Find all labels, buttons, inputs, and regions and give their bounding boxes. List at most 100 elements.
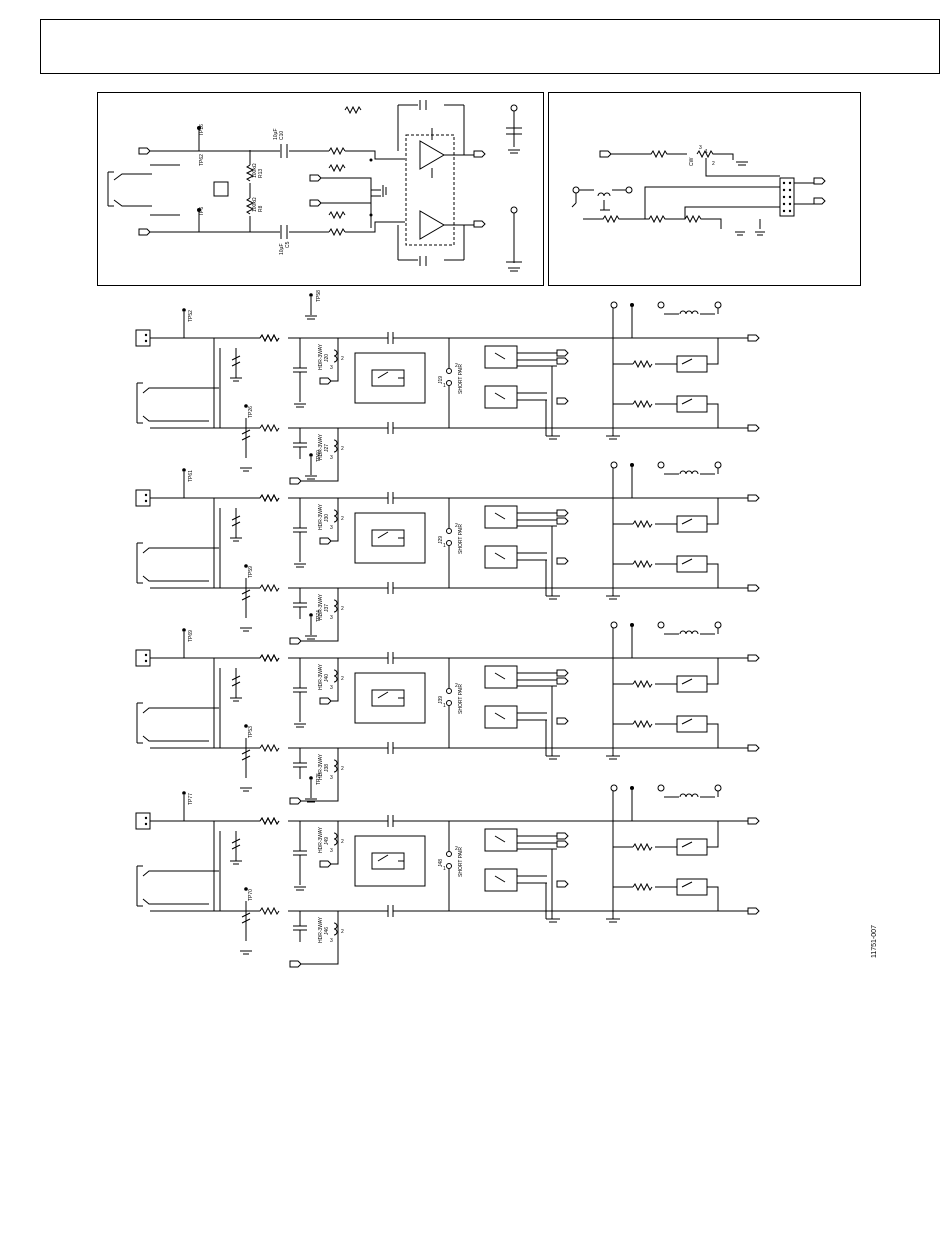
label-hdr-a: HDR-3WAY: [318, 343, 324, 370]
reference-panel: [548, 92, 861, 286]
label-j-a: J20: [324, 354, 330, 362]
label-r13: R13: [258, 169, 264, 178]
op-amps: [419, 140, 445, 240]
label-c10: C10: [279, 131, 285, 140]
reference-circuit: CW 1 2 3: [571, 145, 826, 236]
label-tp-b: TP58: [316, 290, 322, 302]
label-hdr-b: HDR-3WAY: [318, 916, 324, 943]
preamp-labels: TP16 TP62 TP6 C10 10µF C5 10µF R13 100kΩ…: [199, 124, 291, 255]
label-hdr-a: HDR-3WAY: [318, 663, 324, 690]
audio-jack: [107, 164, 180, 216]
header-connector: [779, 177, 795, 217]
label-hdr-b: HDR-3WAY: [318, 433, 324, 460]
connector-out: [473, 150, 486, 228]
label-hdr-a: HDR-3WAY: [318, 503, 324, 530]
opamp-package: [405, 134, 455, 246]
label-tp-c: TP26: [248, 406, 254, 418]
pin-label: 2: [455, 846, 458, 852]
label-tp62: TP62: [199, 154, 205, 166]
label-c5-value: 10µF: [279, 244, 285, 256]
connector-in-b: [138, 228, 151, 236]
label-short-pair: SHORT PAIR: [458, 364, 464, 394]
pin-label: 2: [455, 683, 458, 689]
connector-ref: [309, 174, 322, 207]
pin-label: 1: [443, 543, 446, 549]
label-hdr-b: HDR-3WAY: [318, 593, 324, 620]
label-short-pair: SHORT PAIR: [458, 524, 464, 554]
label-r8: R8: [258, 205, 264, 212]
label-jumper: J29: [438, 536, 444, 544]
pin-label: 2: [455, 363, 458, 369]
label-tp-b: TP75: [316, 773, 322, 785]
label-cw: CW: [689, 157, 695, 166]
label-j-b: J38: [324, 764, 330, 772]
label-pin-2: 2: [712, 161, 715, 167]
preamp-panel: [97, 92, 544, 286]
pin-label: 2: [341, 839, 344, 845]
figure-id: 11751-007: [871, 925, 878, 958]
label-j-a: J40: [324, 674, 330, 682]
label-tp-a: TP52: [188, 310, 194, 322]
connector-in-a: [138, 147, 151, 155]
pin-label: 2: [341, 766, 344, 772]
pin-label: 3: [330, 775, 333, 781]
label-jumper: J19: [438, 376, 444, 384]
pin-label: 3: [330, 615, 333, 621]
pin-label: 1: [443, 383, 446, 389]
label-hdr-b: HDR-3WAY: [318, 753, 324, 780]
label-tp-a: TP77: [188, 793, 194, 805]
label-tp16: TP16: [199, 124, 205, 136]
label-c5: C5: [285, 241, 291, 248]
label-tp-b: TP74: [316, 610, 322, 622]
pin-label: 3: [330, 365, 333, 371]
label-tp-c: TP53: [248, 726, 254, 738]
label-j-b: J27: [324, 444, 330, 452]
pin-label: 2: [341, 516, 344, 522]
feedback-caps: [419, 100, 427, 266]
label-short-pair: SHORT PAIR: [458, 684, 464, 714]
pin-label: 2: [341, 929, 344, 935]
label-tp-c: TP59: [248, 566, 254, 578]
pin-label: 2: [341, 446, 344, 452]
label-hdr-a: HDR-3WAY: [318, 826, 324, 853]
pin-label: 3: [330, 455, 333, 461]
label-j-b: J46: [324, 927, 330, 935]
label-tp6: TP6: [199, 207, 205, 216]
label-tp-c: TP70: [248, 889, 254, 901]
pin-label: 3: [330, 525, 333, 531]
pin-label: 2: [341, 606, 344, 612]
label-short-pair: SHORT PAIR: [458, 847, 464, 877]
pin-label: 3: [330, 848, 333, 854]
label-jumper: J48: [438, 859, 444, 867]
label-j-a: J30: [324, 514, 330, 522]
label-tp-a: TP61: [188, 470, 194, 482]
label-pin-1: 1: [705, 149, 708, 155]
connector-ref-in: [599, 150, 612, 158]
pin-label: 1: [443, 866, 446, 872]
label-tp-a: TP69: [188, 630, 194, 642]
pin-label: 2: [341, 676, 344, 682]
pin-label: 1: [443, 703, 446, 709]
resistors-r13-r8: [245, 150, 255, 232]
pin-label: 2: [455, 523, 458, 529]
preamp-circuit: [107, 100, 522, 272]
label-r13-value: 100kΩ: [252, 163, 258, 178]
label-j-b: J37: [324, 604, 330, 612]
label-jumper: J39: [438, 696, 444, 704]
pin-label: 2: [341, 356, 344, 362]
capacitor-c10-c5: [280, 144, 288, 239]
label-pin-3: 3: [699, 145, 702, 151]
pin-label: 3: [330, 938, 333, 944]
label-c10-value: 10µF: [273, 129, 279, 141]
resistors-top: [328, 105, 362, 237]
label-tp-b: TP60: [316, 450, 322, 462]
label-r8-value: 100kΩ: [252, 197, 258, 212]
label-j-a: J49: [324, 837, 330, 845]
pin-label: 3: [330, 685, 333, 691]
